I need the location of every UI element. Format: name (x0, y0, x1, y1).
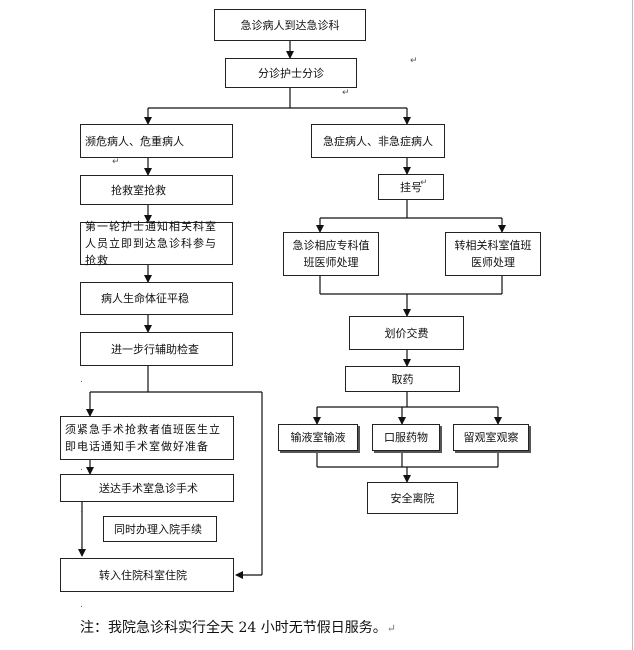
paragraph-mark: ↵ (112, 157, 120, 167)
paragraph-mark: ↵ (410, 56, 418, 66)
comma-mark: . (80, 505, 83, 515)
node-infusion: 输液室输液 (278, 424, 358, 451)
paragraph-mark: ↵ (420, 178, 428, 188)
node-urgent: 急症病人、非急症病人 (311, 124, 445, 158)
node-register: 挂号 (378, 174, 444, 200)
node-to-or: 送达手术室急诊手术 (60, 474, 234, 502)
paragraph-mark: ↵ (386, 622, 396, 635)
footer-note-text: 注：我院急诊科实行全天 24 小时无节假日服务。 (80, 620, 387, 636)
node-oral: 口服药物 (372, 424, 440, 451)
node-surgery-notify: 须紧急手术抢救者值班医生立即电话通知手术室做好准备 (60, 416, 234, 460)
node-vitals-stable: 病人生命体征平稳 (80, 282, 233, 315)
paragraph-mark: ↵ (342, 88, 350, 98)
page-edge-rule (632, 0, 633, 650)
node-critical: 濒危病人、危重病人 (80, 124, 233, 158)
footer-note: 注：我院急诊科实行全天 24 小时无节假日服务。↵ (80, 617, 396, 637)
node-arrive: 急诊病人到达急诊科 (214, 9, 366, 41)
node-admission: 同时办理入院手续 (103, 516, 217, 542)
comma-mark: . (80, 375, 83, 385)
comma-mark: . (80, 600, 83, 610)
node-get-meds: 取药 (345, 366, 460, 392)
node-triage: 分诊护士分诊 (225, 58, 357, 88)
node-discharge: 安全离院 (367, 482, 458, 514)
node-aux-exam: 进一步行辅助检查 (80, 332, 233, 366)
comma-mark: . (80, 463, 83, 473)
comma-mark: . (80, 541, 83, 551)
node-ward: 转入住院科室住院 (60, 558, 234, 592)
node-first-nurse: 第一轮护士通知相关科室人员立即到达急诊科参与抢救 (80, 220, 233, 267)
node-pricing-pay: 划价交费 (349, 316, 464, 350)
node-rescue-room: 抢救室抢救 (80, 175, 233, 205)
node-related-dept: 转相关科室值班医师处理 (445, 232, 541, 276)
node-observation: 留观室观察 (453, 424, 529, 451)
node-er-specialty: 急诊相应专科值班医师处理 (283, 232, 379, 276)
